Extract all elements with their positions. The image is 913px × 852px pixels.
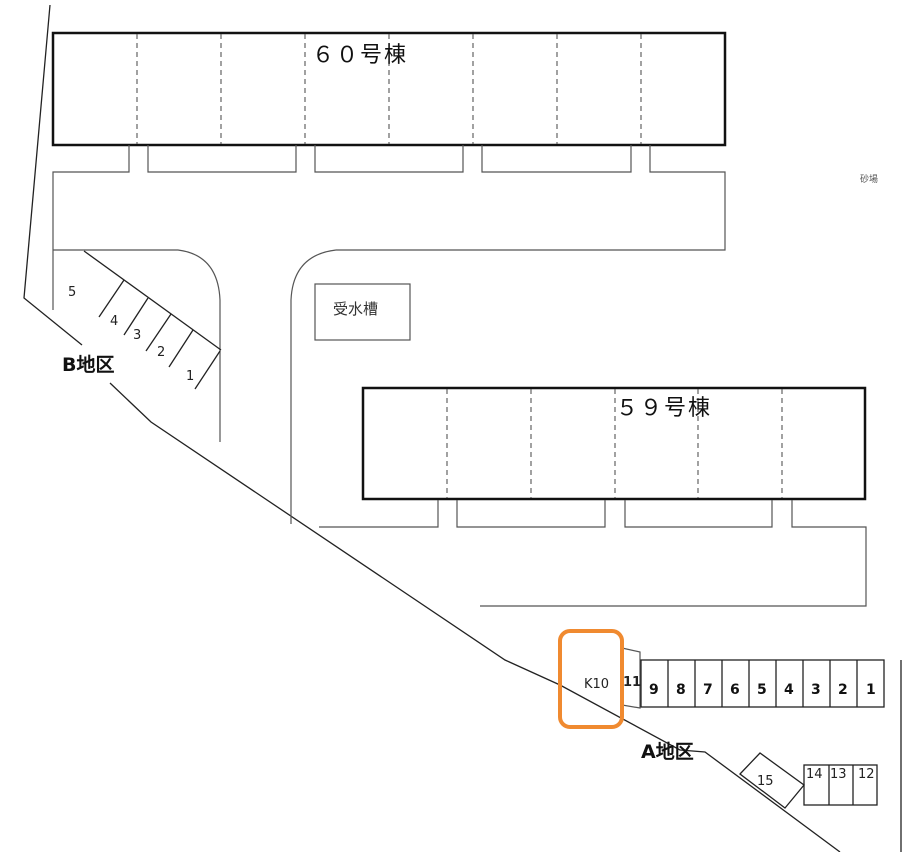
- a-slot-5: 5: [757, 682, 767, 698]
- building-60: [51, 31, 727, 147]
- building-59-label: ５９号棟: [616, 396, 713, 421]
- a-slot-7: 7: [703, 682, 713, 698]
- b-slot-1: 1: [186, 369, 195, 384]
- b-slot-2: 2: [157, 345, 166, 360]
- a-slot-6: 6: [730, 682, 740, 698]
- water-tank-box: [314, 283, 411, 341]
- b-slot-3: 3: [133, 328, 142, 343]
- walkway-60: [52, 145, 726, 524]
- a-slot-8: 8: [676, 682, 686, 698]
- boundary-line-left: [23, 4, 83, 346]
- boundary-line-diagonal: [109, 382, 841, 852]
- b-slot-4: 4: [110, 314, 119, 329]
- a-area-label: A地区: [641, 741, 694, 763]
- a-slot-1: 1: [866, 682, 876, 698]
- a-area-parking: [621, 647, 902, 852]
- walkway-59: [319, 500, 867, 607]
- building-60-label: ６０号棟: [312, 43, 409, 68]
- a-slot-12: 12: [858, 767, 875, 782]
- b-area-label: B地区: [62, 354, 115, 376]
- sandbox-label: 砂場: [860, 175, 879, 185]
- a-slot-13: 13: [830, 767, 847, 782]
- b-area-parking: [83, 250, 222, 390]
- a-slot-15: 15: [757, 774, 774, 789]
- a-slot-3: 3: [811, 682, 821, 698]
- a-slot-11: 11: [623, 675, 642, 690]
- highlight-k10[interactable]: [558, 629, 624, 729]
- a-slot-9: 9: [649, 682, 659, 698]
- water-tank-label: 受水槽: [333, 300, 379, 318]
- a-slot-14: 14: [806, 767, 823, 782]
- b-slot-5: 5: [68, 285, 77, 300]
- a-slot-k10[interactable]: K10: [584, 677, 610, 692]
- building-59: [361, 386, 867, 501]
- a-slot-4: 4: [784, 682, 794, 698]
- a-slot-2: 2: [838, 682, 848, 698]
